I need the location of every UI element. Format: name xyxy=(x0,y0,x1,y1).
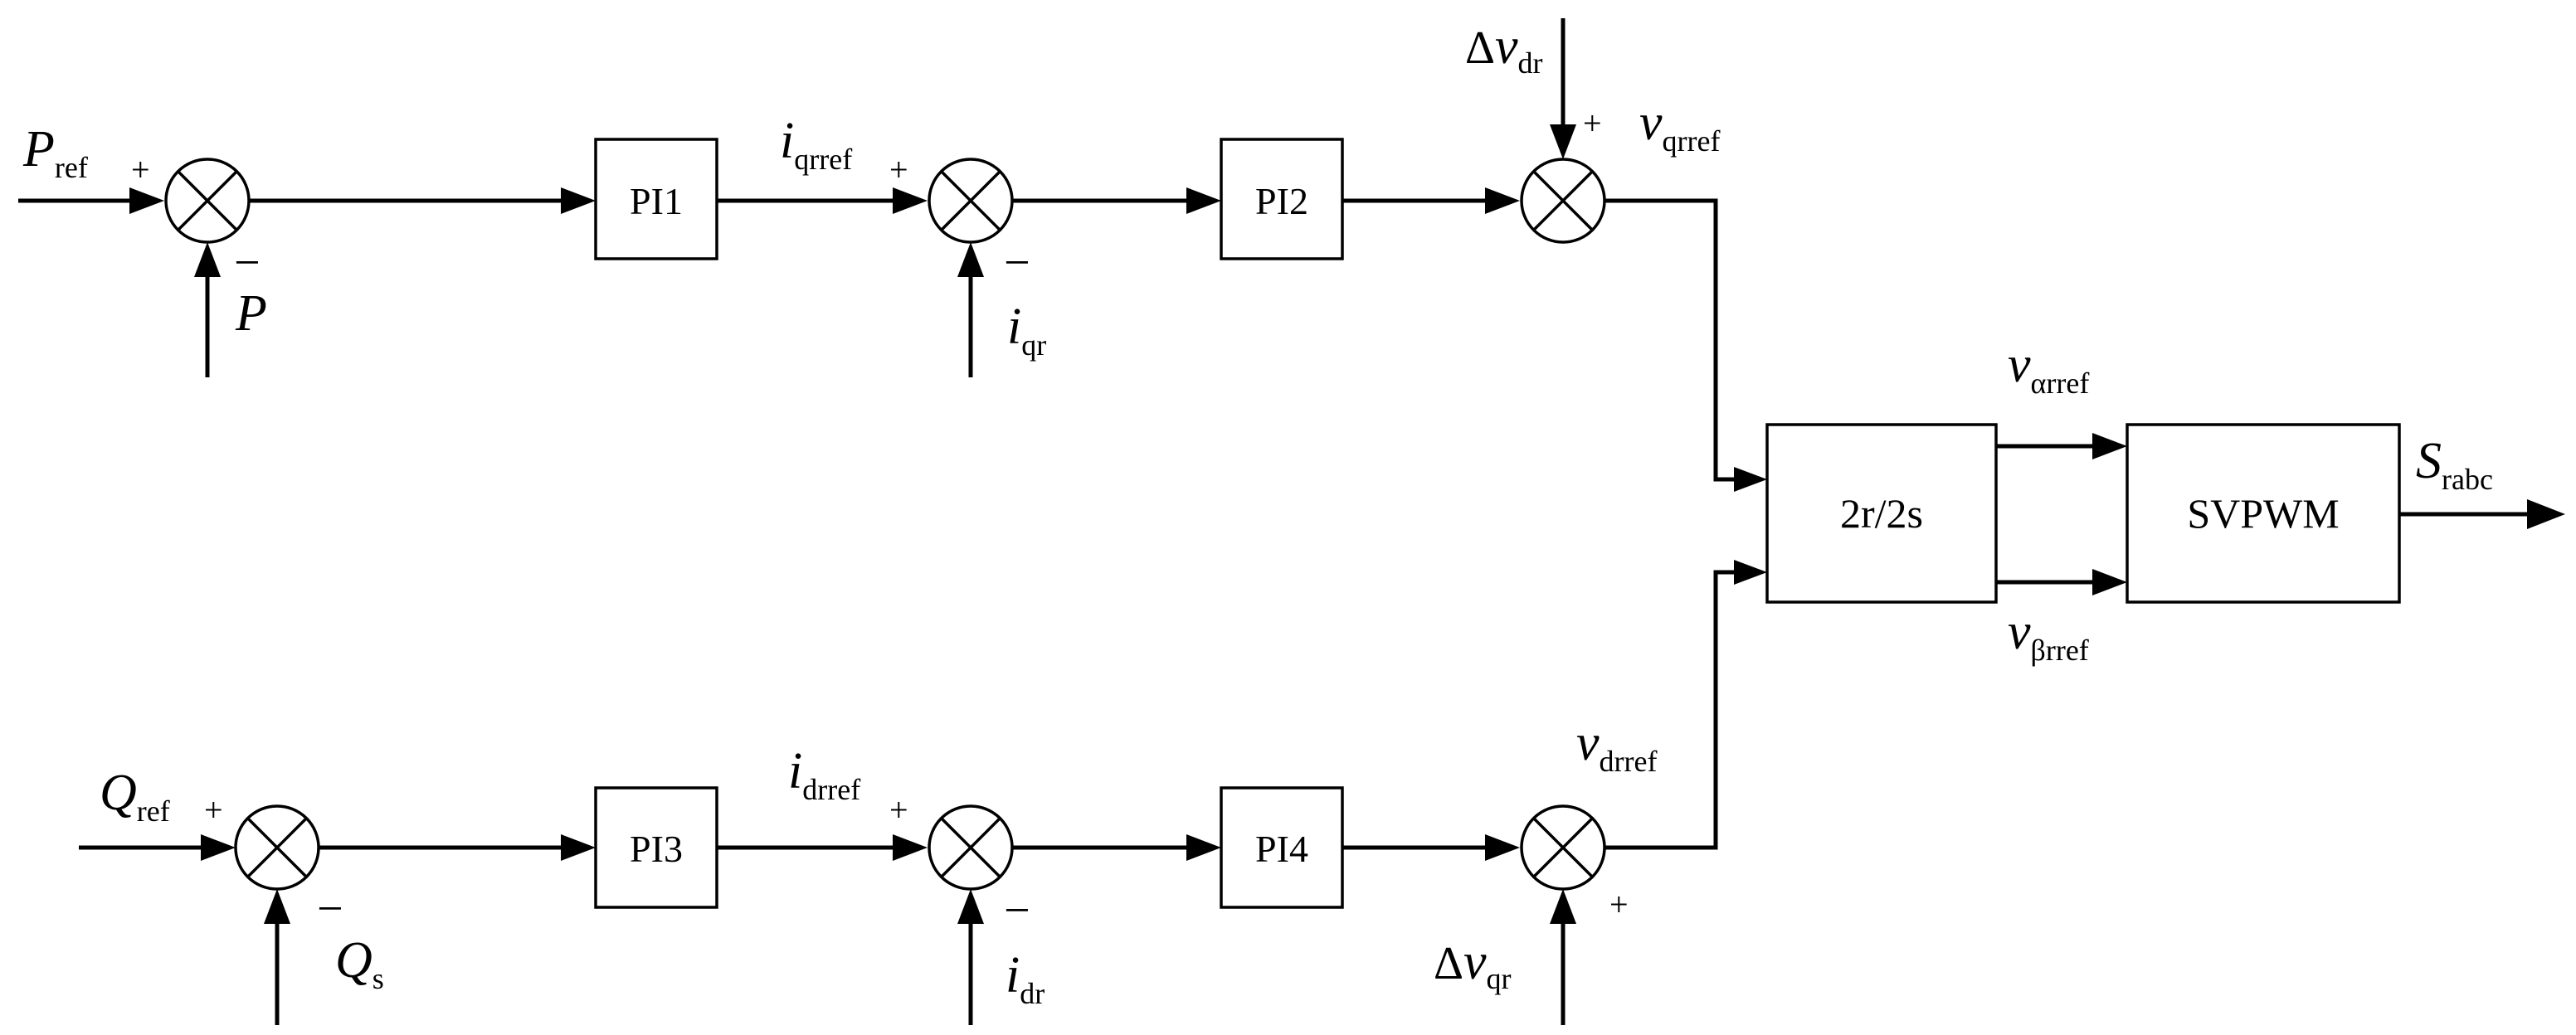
summing-junction-3 xyxy=(1520,158,1606,244)
sign-sum5-minus: − xyxy=(1004,885,1030,936)
pi4-block: PI4 xyxy=(1220,786,1344,909)
wire-vqrref-to-transform xyxy=(1605,198,1746,482)
arrowhead-sum2-feedback xyxy=(957,242,984,277)
sign-sum4-minus: − xyxy=(317,883,343,935)
arrowhead-svpwm-in-top xyxy=(2092,433,2127,459)
transform-2r2s-block: 2r/2s xyxy=(1765,423,1998,604)
label-delta-v-dr: Δvdr xyxy=(1465,18,1543,80)
arrowhead-sum4-in xyxy=(201,834,236,861)
label-p: P xyxy=(235,285,267,342)
summing-junction-6 xyxy=(1520,804,1606,891)
arrowhead-output xyxy=(2527,499,2565,529)
label-q-ref: Qref xyxy=(100,765,170,828)
arrowhead-svpwm-in-bottom xyxy=(2092,569,2127,595)
label-i-qr: iqr xyxy=(1007,299,1046,362)
arrowhead-sum4-feedback xyxy=(264,889,290,924)
sign-sum3-plus: + xyxy=(1583,104,1602,142)
label-i-dr: idr xyxy=(1006,947,1045,1010)
sign-sum1-minus: − xyxy=(234,237,261,289)
transform-label: 2r/2s xyxy=(1840,490,1923,537)
arrowhead-sum5-feedback xyxy=(957,889,984,924)
arrowhead-transform-in-top xyxy=(1734,467,1767,492)
pi4-label: PI4 xyxy=(1255,828,1308,870)
pi3-block: PI3 xyxy=(594,786,718,909)
svpwm-block: SVPWM xyxy=(2126,423,2401,604)
pi3-label: PI3 xyxy=(630,828,683,870)
label-i-qrref: iqrref xyxy=(780,113,852,176)
arrowhead-pi3-in xyxy=(561,834,596,861)
pi1-block: PI1 xyxy=(594,138,718,260)
label-v-alpha-rref: vαrref xyxy=(2008,337,2089,400)
arrowhead-pi1-in xyxy=(561,187,596,214)
arrowhead-sum5-in xyxy=(893,834,928,861)
sign-sum4-plus: + xyxy=(204,791,223,828)
sign-sum6-plus: + xyxy=(1609,886,1629,923)
sign-sum1-plus: + xyxy=(131,151,150,188)
arrowhead-sum3-in xyxy=(1485,187,1520,214)
summing-junction-4 xyxy=(234,804,320,891)
summing-junction-5 xyxy=(928,804,1014,891)
arrowhead-sum1-in xyxy=(129,187,164,214)
label-s-rabc: Srabc xyxy=(2416,433,2493,496)
arrowhead-sum2-in xyxy=(893,187,928,214)
label-q-s: Qs xyxy=(335,932,384,995)
svpwm-label: SVPWM xyxy=(2187,490,2339,537)
label-i-drref: idrref xyxy=(788,743,860,806)
pi1-label: PI1 xyxy=(630,180,683,222)
summing-junction-2 xyxy=(928,158,1014,244)
arrowhead-transform-in-bottom xyxy=(1734,560,1767,585)
arrowhead-sum6-bottom xyxy=(1550,889,1576,924)
label-p-ref: Pref xyxy=(22,121,88,184)
label-v-qrref: vqrref xyxy=(1639,95,1720,158)
sign-sum2-plus: + xyxy=(889,151,908,188)
wire-vdrref-to-transform xyxy=(1605,570,1746,850)
pi2-label: PI2 xyxy=(1255,180,1308,222)
label-v-drref: vdrref xyxy=(1576,715,1657,778)
arrowhead-sum1-feedback xyxy=(194,242,221,277)
arrowhead-pi2-in xyxy=(1186,187,1221,214)
summing-junction-1 xyxy=(164,158,251,244)
label-delta-v-qr: Δvqr xyxy=(1434,934,1512,995)
pi2-block: PI2 xyxy=(1220,138,1344,260)
arrowhead-sum6-in xyxy=(1485,834,1520,861)
label-v-beta-rref: vβrref xyxy=(2008,604,2089,667)
arrowhead-pi4-in xyxy=(1186,834,1221,861)
sign-sum5-plus: + xyxy=(889,791,908,828)
arrowhead-sum3-top xyxy=(1550,124,1576,159)
sign-sum2-minus: − xyxy=(1004,237,1030,289)
